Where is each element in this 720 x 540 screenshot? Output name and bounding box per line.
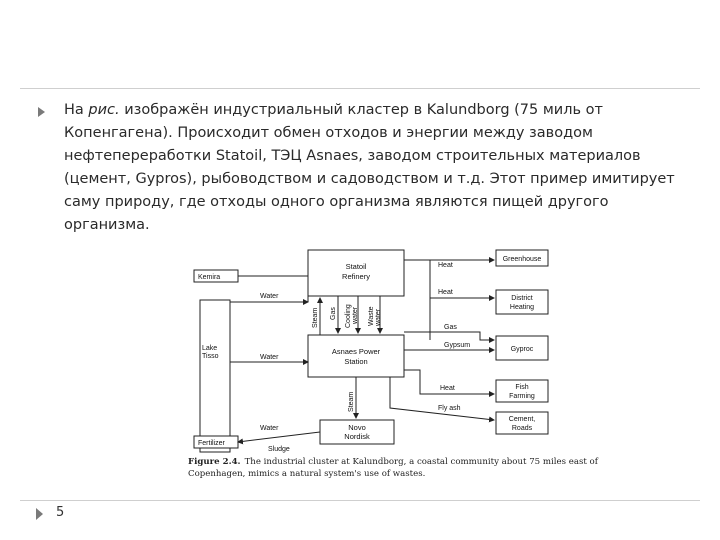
greenhouse-box bbox=[495, 249, 549, 267]
gyproc-label: Gyproc bbox=[511, 346, 534, 353]
figure-caption-line2: Copenhagen, mimics a natural system's us… bbox=[188, 469, 425, 479]
cement-label-1: Cement, bbox=[509, 416, 536, 423]
paragraph-text-start: На bbox=[64, 102, 89, 118]
fertilizer-label: Fertilizer bbox=[198, 440, 226, 447]
statoil-label-1: Statoil bbox=[346, 262, 367, 271]
water-bottom-label: Water bbox=[260, 425, 279, 432]
asnaes-station-box bbox=[307, 334, 405, 378]
cement-label-2: Roads bbox=[512, 425, 533, 432]
statoil-label-2: Refinery bbox=[342, 272, 370, 281]
footer-arrow-icon bbox=[36, 508, 43, 520]
cement-roads-box bbox=[495, 411, 549, 435]
lake-label-1: Lake bbox=[202, 345, 217, 352]
fish-farming-box bbox=[495, 379, 549, 403]
paragraph-italic-ref: рис. bbox=[88, 102, 120, 118]
fish-label-2: Farming bbox=[509, 393, 535, 400]
district-label-2: Heating bbox=[510, 304, 534, 311]
statoil-refinery-box bbox=[307, 249, 405, 297]
heat-fish-flow bbox=[404, 369, 495, 397]
sludge-label: Sludge bbox=[268, 446, 290, 453]
waste-label-2: water bbox=[375, 308, 382, 327]
bullet-arrow-icon bbox=[38, 107, 45, 117]
figure-caption-label: Figure 2.4. bbox=[188, 457, 241, 467]
heat-greenhouse-label: Heat bbox=[438, 262, 453, 269]
gas-label: Gas bbox=[444, 324, 457, 331]
water-top-label: Water bbox=[260, 293, 279, 300]
bottom-rule bbox=[20, 500, 700, 501]
fish-label-1: Fish bbox=[515, 384, 528, 391]
kemira-label: Kemira bbox=[198, 274, 220, 281]
cooling-label-2: water bbox=[352, 306, 359, 325]
figure-caption-text1: The industrial cluster at Kalundborg, a … bbox=[245, 457, 599, 467]
greenhouse-label: Greenhouse bbox=[503, 256, 542, 263]
cluster-diagram: Statoil Refinery Asnaes Power Station Ke… bbox=[188, 249, 599, 479]
heat-district-label: Heat bbox=[438, 289, 453, 296]
figure-caption-line1: Figure 2.4. The industrial cluster at Kal… bbox=[188, 457, 599, 467]
steam-up-label: Steam bbox=[312, 308, 319, 328]
water-mid-label: Water bbox=[260, 354, 279, 361]
gypsum-label: Gypsum bbox=[444, 342, 470, 349]
novo-label-1: Novo bbox=[348, 423, 366, 432]
paragraph-text-body: изображён индустриальный кластер в Kalun… bbox=[64, 102, 675, 233]
asnaes-label-1: Asnaes Power bbox=[332, 347, 381, 356]
top-rule bbox=[20, 88, 700, 89]
waste-label-1: Waste bbox=[368, 306, 375, 326]
district-heating-box bbox=[495, 289, 549, 315]
heat-trunk bbox=[404, 259, 431, 340]
cooling-label-1: Cooling bbox=[345, 304, 352, 328]
novo-label-2: Nordisk bbox=[344, 432, 370, 441]
district-label-1: District bbox=[511, 295, 532, 302]
fly-ash-label: Fly ash bbox=[438, 405, 461, 412]
lake-label-2: Tisso bbox=[202, 353, 219, 360]
gas-v-label: Gas bbox=[330, 307, 337, 320]
water-bottom-flow bbox=[237, 431, 321, 445]
gyproc-box bbox=[495, 335, 549, 361]
heat-fish-label: Heat bbox=[440, 385, 455, 392]
kalundborg-figure: Statoil Refinery Asnaes Power Station Ke… bbox=[180, 240, 599, 490]
steam-down-label: Steam bbox=[348, 392, 355, 412]
fly-ash-flow bbox=[389, 377, 495, 423]
asnaes-label-2: Station bbox=[344, 357, 367, 366]
gas-flow bbox=[404, 331, 495, 343]
slide-paragraph: На рис. изображён индустриальный кластер… bbox=[64, 99, 694, 237]
page-number: 5 bbox=[56, 505, 65, 520]
lake-tisso-box bbox=[199, 299, 231, 453]
